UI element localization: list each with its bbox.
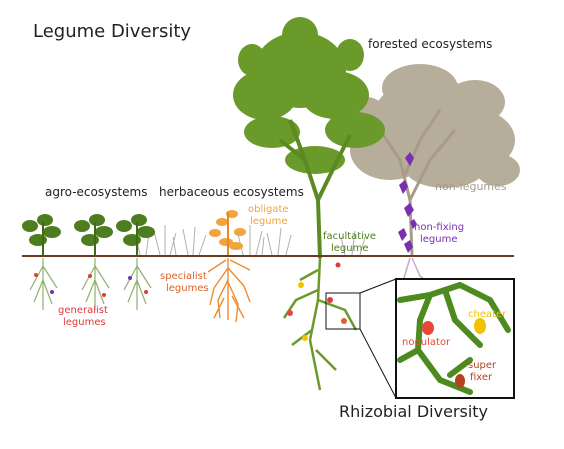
facultative-nodules [287, 262, 347, 341]
super-fixer-nodule [455, 374, 465, 388]
label-forested-ecosystems: forested ecosystems [368, 37, 492, 51]
label-generalist-line2: legumes [63, 317, 106, 328]
rhizobial-inset [395, 278, 515, 399]
facultative-legume-tree [233, 17, 385, 391]
non-fixing-legume-flowers [398, 152, 417, 253]
label-generalist-line1: generalist [58, 305, 108, 316]
label-obligate-line2: legume [250, 216, 288, 227]
label-facultative-line2: legume [331, 243, 369, 254]
label-obligate-line1: obligate [248, 204, 289, 215]
label-specialist-line1: specialist [160, 271, 207, 282]
cheater-nodule [474, 318, 486, 334]
label-super-line2: fixer [470, 372, 493, 383]
zoom-indicator [325, 278, 397, 399]
agro-crop-plants [22, 214, 155, 310]
label-facultative-line1: facultative [323, 231, 376, 242]
label-herbaceous-ecosystems: herbaceous ecosystems [159, 185, 304, 199]
obligate-legume-plant [207, 210, 251, 323]
rhizobial-diversity-title: Rhizobial Diversity [339, 402, 488, 421]
nodulator-nodule [422, 321, 434, 335]
label-nodulator: nodulator [402, 337, 451, 348]
label-agro-ecosystems: agro-ecosystems [45, 185, 148, 199]
label-nonfixing-line1: non-fixing [414, 222, 464, 233]
label-super-line1: super [468, 360, 497, 371]
label-specialist-line2: legumes [166, 283, 209, 294]
diagram-title: Legume Diversity [33, 21, 191, 42]
label-non-legumes: non-legumes [435, 180, 507, 193]
label-nonfixing-line2: legume [420, 234, 458, 245]
crop-nodules [34, 273, 148, 297]
label-cheater: cheater [468, 309, 507, 320]
